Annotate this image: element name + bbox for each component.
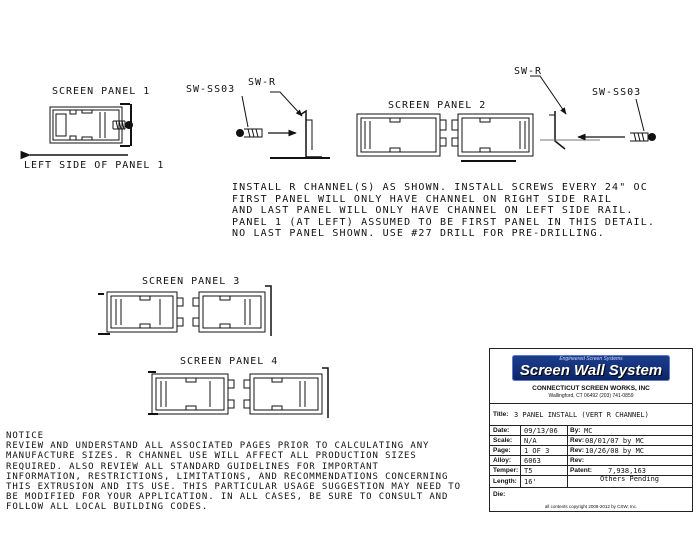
notice-line: BE MODIFIED FOR YOUR APPLICATION. IN ALL… — [6, 492, 449, 503]
leader-sw-ss03-left — [241, 95, 249, 128]
notice-line: MANUFACTURE SIZES. R CHANNEL USE WILL AF… — [6, 451, 417, 462]
by-label: By: — [570, 427, 581, 434]
copyright: all contents copyright 2008-2012 by CSW,… — [544, 504, 638, 509]
page-value: 1 OF 3 — [524, 447, 550, 455]
row-die: Die: — [490, 487, 692, 502]
row-alloy: Alloy: 6063 Rev: — [490, 455, 692, 466]
label-sw-ss03-left: SW-SS03 — [186, 84, 236, 95]
screw-left — [236, 128, 263, 138]
patent-value: 7,938,163 — [608, 467, 646, 475]
date-label: Date: — [493, 427, 510, 434]
rev3-label: Rev: — [570, 457, 585, 464]
label-sw-r-left: SW-R — [248, 77, 277, 88]
row-page: Page: 1 OF 3 Rev: 10/26/08 by MC — [490, 445, 692, 456]
label-screen-panel-1: SCREEN PANEL 1 — [52, 86, 151, 97]
title-row: Title: 3 PANEL INSTALL (VERT R CHANNEL) — [490, 403, 692, 426]
row-temper: Temper: T5 Patent: 7,938,163 — [490, 465, 692, 476]
title-label: Title: — [493, 411, 509, 418]
notice-line: REVIEW AND UNDERSTAND ALL ASSOCIATED PAG… — [6, 441, 430, 452]
title-block: Engineered Screen Systems Screen Wall Sy… — [489, 348, 693, 512]
brand-logo-text: Screen Wall System — [519, 362, 663, 379]
row-length: Length: 16' Others Pending — [490, 475, 692, 488]
die-label: Die: — [493, 491, 506, 498]
notice-line: FOLLOW ALL LOCAL BUILDING CODES. — [6, 502, 209, 513]
install-line: FIRST PANEL WILL ONLY HAVE CHANNEL ON RI… — [232, 193, 613, 205]
label-left-side: LEFT SIDE OF PANEL 1 — [24, 160, 165, 171]
brand-tagline: Engineered Screen Systems — [559, 356, 623, 362]
rev2-label: Rev: — [570, 447, 585, 454]
screen-panel-1-profile — [49, 103, 132, 147]
scale-value: N/A — [524, 437, 537, 445]
screw-right — [630, 132, 656, 142]
notice-line: REQUIRED. ALSO REVIEW ALL STANDARD GUIDE… — [6, 461, 379, 472]
patent-note: Others Pending — [600, 475, 660, 483]
brand-banner: Engineered Screen Systems Screen Wall Sy… — [512, 355, 670, 381]
length-label: Length: — [493, 478, 517, 485]
table-divider — [567, 425, 568, 487]
screen-panel-4-left-profile — [148, 371, 235, 415]
screen-panel-2-right-profile — [451, 113, 534, 157]
install-note: INSTALL R CHANNEL(S) AS SHOWN. INSTALL S… — [232, 182, 655, 240]
rev2-value: 10/26/08 by MC — [585, 447, 645, 455]
install-line: INSTALL R CHANNEL(S) AS SHOWN. INSTALL S… — [232, 182, 648, 193]
title-value: 3 PANEL INSTALL (VERT R CHANNEL) — [514, 411, 649, 419]
r-channel-left — [270, 109, 330, 159]
page-label: Page: — [493, 447, 511, 454]
notice-heading: NOTICE — [6, 431, 44, 441]
notice-line: INFORMATION, RESTRICTIONS, LIMITATIONS, … — [6, 471, 449, 482]
scale-label: Scale: — [493, 437, 513, 444]
date-value: 09/13/06 — [524, 427, 558, 435]
screw-1 — [112, 120, 133, 130]
company-name: CONNECTICUT SCREEN WORKS, INC — [532, 385, 650, 392]
rev1-value: 08/01/07 by MC — [585, 437, 645, 445]
r-channel-right — [540, 111, 600, 150]
leader-sw-r-right — [530, 75, 567, 115]
table-divider — [520, 425, 521, 487]
by-value: MC — [584, 427, 593, 435]
label-screen-panel-3: SCREEN PANEL 3 — [142, 276, 241, 287]
screen-panel-2-left-profile — [356, 113, 447, 157]
temper-value: T5 — [524, 467, 533, 475]
row-date: Date: 09/13/06 By: MC — [490, 425, 692, 436]
length-value: 16' — [524, 478, 537, 486]
temper-label: Temper: — [493, 467, 519, 474]
alloy-label: Alloy: — [493, 457, 512, 464]
screen-panel-4-right-profile — [243, 367, 329, 418]
screen-panel-3-right-profile — [192, 285, 272, 336]
label-sw-r-right: SW-R — [514, 66, 543, 77]
install-line: NO LAST PANEL SHOWN. USE #27 DRILL FOR P… — [232, 228, 605, 240]
alloy-value: 6063 — [524, 457, 541, 465]
label-sw-ss03-right: SW-SS03 — [592, 87, 642, 98]
leader-sw-r-left — [270, 91, 303, 117]
row-scale: Scale: N/A Rev: 08/01/07 by MC — [490, 435, 692, 446]
install-line: PANEL 1 (AT LEFT) ASSUMED TO BE FIRST PA… — [232, 216, 656, 228]
company-address: Wallingford, CT 06492 (203) 741-0859 — [548, 393, 634, 399]
screen-panel-3-left-profile — [98, 291, 184, 335]
rev1-label: Rev: — [570, 437, 585, 444]
install-line: AND LAST PANEL WILL ONLY HAVE CHANNEL ON… — [232, 205, 634, 217]
label-screen-panel-2: SCREEN PANEL 2 — [388, 100, 487, 111]
patent-label: Patent: — [570, 467, 593, 474]
notice-line: THIS EXTRUSION AND ITS USE. THIS PARTICU… — [6, 482, 461, 493]
label-screen-panel-4: SCREEN PANEL 4 — [180, 356, 279, 367]
